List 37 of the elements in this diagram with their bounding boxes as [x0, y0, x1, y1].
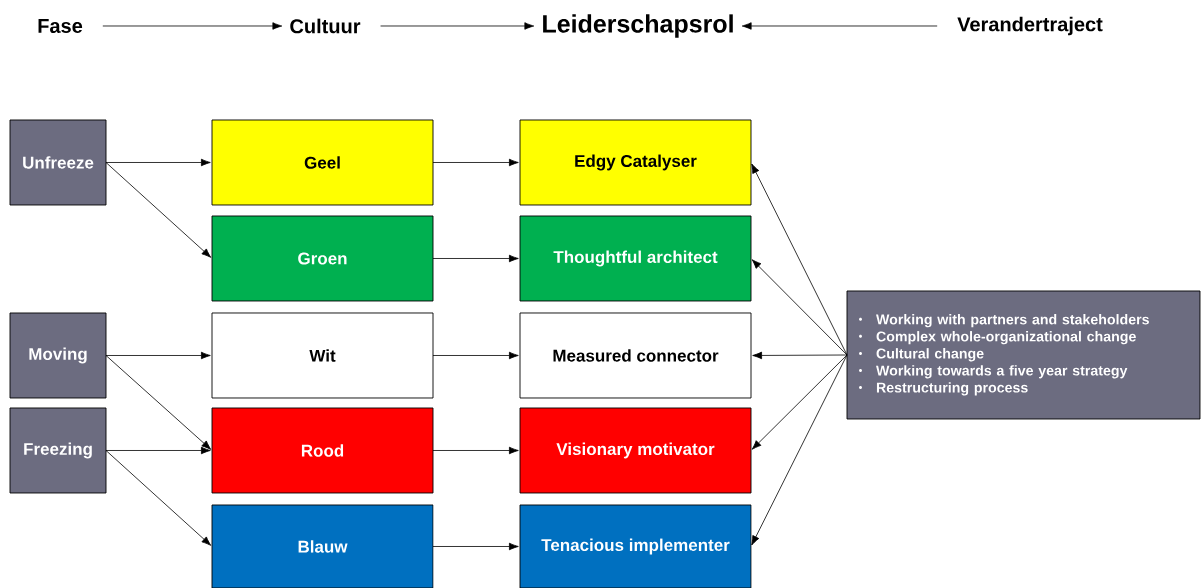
- column-heading: Verandertraject: [957, 16, 1103, 36]
- arrow: [432, 542, 519, 551]
- culture-box: Geel: [211, 119, 434, 206]
- arrow: [751, 354, 848, 450]
- arrow: [751, 163, 848, 356]
- bullet-list-box: Working with partners and stakeholders Complex whole-organizational change Cultural change Working towards a five year strategy Restructuring process: [846, 290, 1201, 420]
- arrow: [105, 450, 212, 546]
- arrow: [432, 351, 519, 360]
- role-box: Visionary motivator: [519, 407, 752, 494]
- column-heading: Leiderschapsrol: [543, 14, 733, 38]
- arrow: [752, 351, 848, 360]
- culture-box: Rood: [211, 407, 434, 494]
- arrow: [380, 22, 535, 30]
- culture-box: Blauw: [211, 504, 434, 588]
- column-heading: Fase: [38, 19, 83, 33]
- role-box: Thoughtful architect: [519, 215, 752, 302]
- arrow: [105, 351, 211, 360]
- arrow: [751, 259, 848, 356]
- arrow: [432, 254, 519, 263]
- culture-box: Wit: [211, 312, 434, 399]
- phase-box: Moving: [9, 312, 107, 399]
- arrow: [102, 22, 283, 30]
- phase-box: Freezing: [9, 407, 107, 494]
- arrow: [105, 446, 211, 455]
- phase-box: Unfreeze: [9, 119, 107, 206]
- arrow: [105, 158, 211, 167]
- arrow: [432, 158, 519, 167]
- arrow: [432, 446, 519, 455]
- column-heading: Cultuur: [290, 18, 361, 34]
- role-box: Edgy Catalyser: [519, 119, 752, 206]
- arrow: [751, 354, 848, 546]
- role-box: Tenacious implementer: [519, 504, 752, 588]
- arrow: [741, 22, 938, 30]
- arrow: [105, 355, 212, 450]
- arrow: [105, 162, 212, 258]
- culture-box: Groen: [211, 215, 434, 302]
- role-box: Measured connector: [519, 312, 752, 399]
